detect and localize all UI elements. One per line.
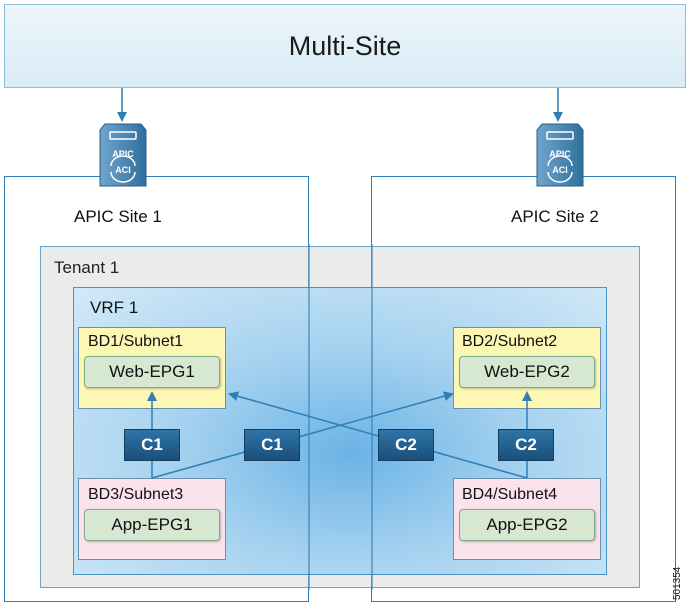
multi-site-banner: Multi-Site — [4, 4, 686, 88]
contract-c2-cross-label: C2 — [395, 435, 417, 454]
bd3-label: BD3/Subnet3 — [88, 486, 184, 503]
figure-id: 501354 — [672, 566, 683, 600]
app-epg2-label: App-EPG2 — [486, 515, 568, 534]
contract-c1-cross-label: C1 — [261, 435, 283, 454]
bd1-box: BD1/Subnet1 Web-EPG1 — [78, 327, 226, 409]
apic-site-2-icon: APIC ACI — [536, 123, 584, 187]
site-2-divider — [371, 244, 373, 590]
web-epg2-label: Web-EPG2 — [484, 362, 570, 381]
apic-text: APIC — [112, 149, 134, 159]
bd3-box: BD3/Subnet3 App-EPG1 — [78, 478, 226, 560]
contract-c1-site1: C1 — [124, 429, 180, 461]
bd4-label: BD4/Subnet4 — [462, 486, 558, 503]
multi-site-title: Multi-Site — [288, 30, 402, 61]
contract-c2-site2: C2 — [498, 429, 554, 461]
site-2-label: APIC Site 2 — [511, 207, 599, 226]
site-1-divider — [308, 244, 310, 590]
web-epg2: Web-EPG2 — [459, 356, 595, 388]
bd1-label: BD1/Subnet1 — [88, 333, 184, 350]
vrf-label: VRF 1 — [90, 298, 139, 317]
site-1-label: APIC Site 1 — [74, 207, 162, 226]
contract-c1-site1-label: C1 — [141, 435, 163, 454]
app-epg1-label: App-EPG1 — [111, 515, 193, 534]
app-epg2: App-EPG2 — [459, 509, 595, 541]
web-epg1: Web-EPG1 — [84, 356, 220, 388]
aci-text: ACI — [115, 165, 131, 175]
contract-c1-cross: C1 — [244, 429, 300, 461]
app-epg1: App-EPG1 — [84, 509, 220, 541]
bd2-label: BD2/Subnet2 — [462, 333, 558, 350]
apic-site-1-icon: APIC ACI — [99, 123, 147, 187]
web-epg1-label: Web-EPG1 — [109, 362, 195, 381]
apic-text: APIC — [549, 149, 571, 159]
bd4-box: BD4/Subnet4 App-EPG2 — [453, 478, 601, 560]
aci-text: ACI — [552, 165, 568, 175]
contract-c2-cross: C2 — [378, 429, 434, 461]
bd2-box: BD2/Subnet2 Web-EPG2 — [453, 327, 601, 409]
contract-c2-site2-label: C2 — [515, 435, 537, 454]
tenant-label: Tenant 1 — [54, 258, 120, 277]
